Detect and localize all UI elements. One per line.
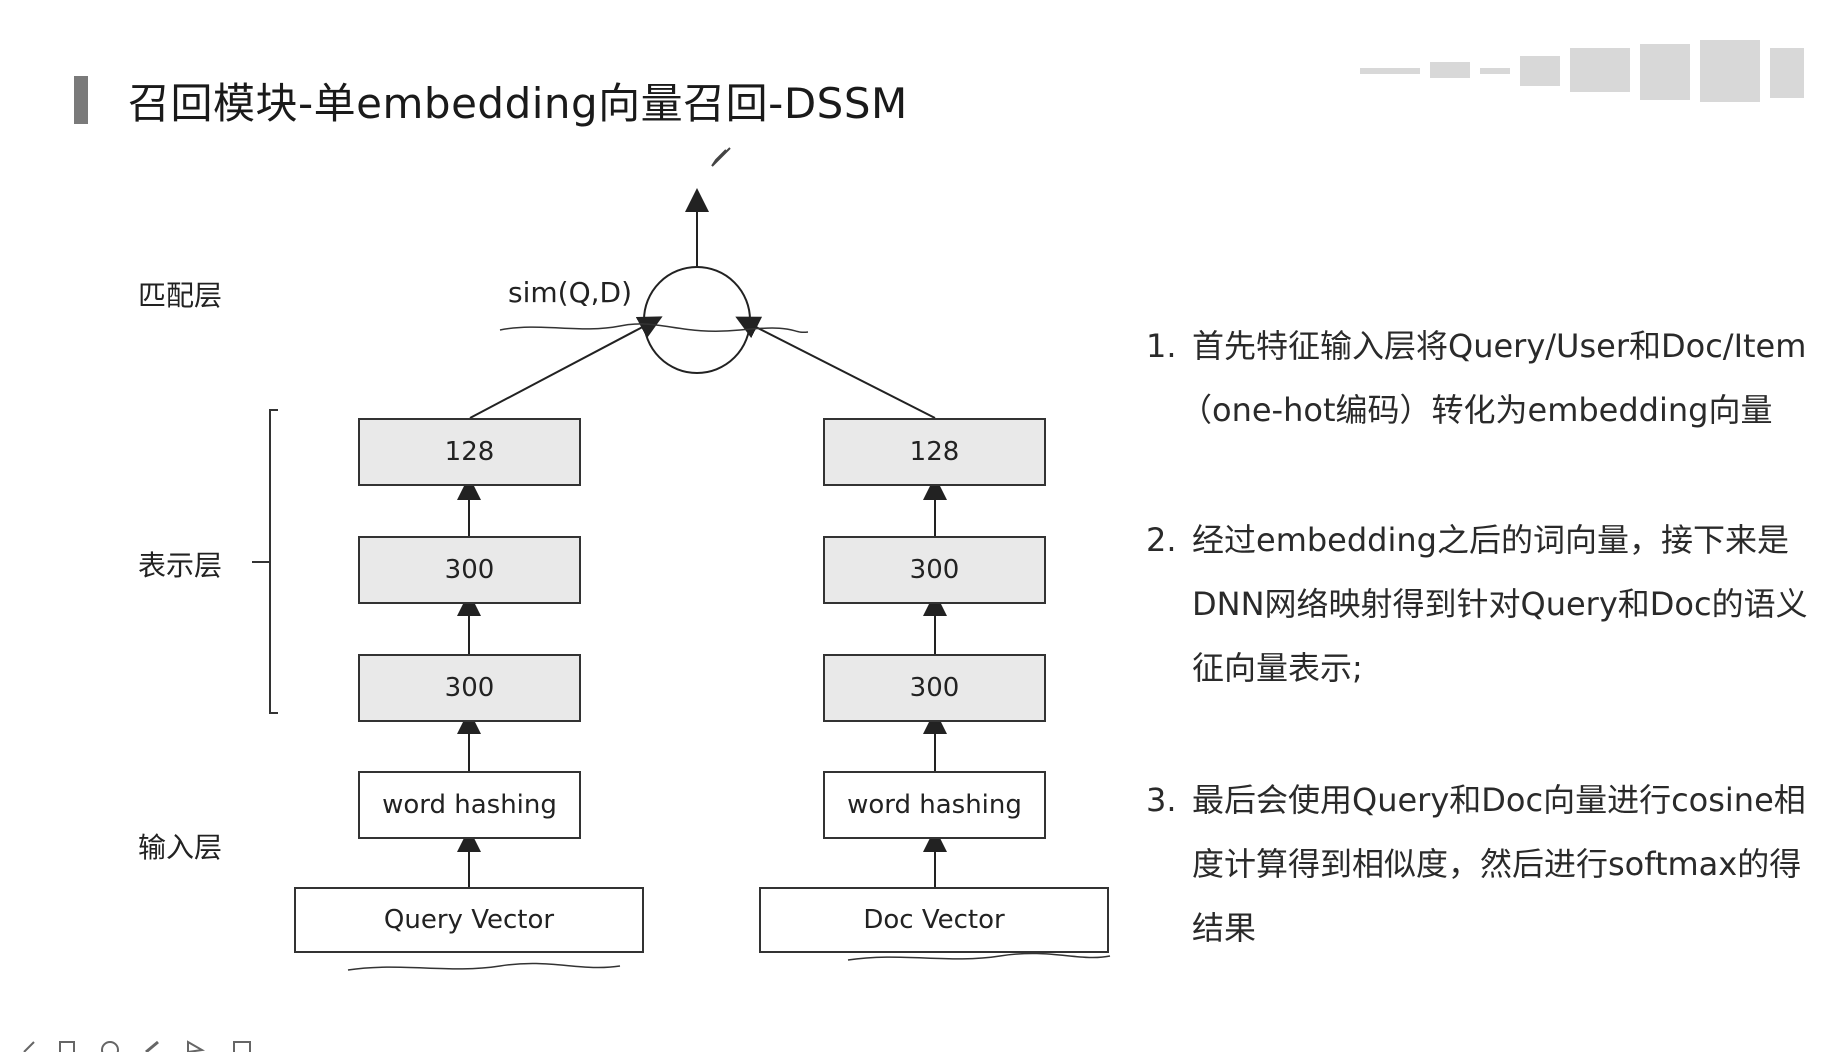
point-line: 度计算得到相似度，然后进行softmax的得	[1192, 845, 1802, 883]
point-number: 2.	[1146, 521, 1177, 559]
point-line: 经过embedding之后的词向量，接下来是	[1192, 521, 1789, 559]
annotation-scribble	[499, 323, 809, 334]
point-line: 结果	[1192, 909, 1257, 947]
annotation-scribble	[847, 952, 1111, 961]
query-dense-300-upper: 300	[358, 536, 581, 604]
representation-layer-label: 表示层	[138, 549, 223, 582]
note-icon[interactable]	[59, 1041, 75, 1052]
share-icon[interactable]	[233, 1041, 251, 1052]
input-layer-label: 输入层	[138, 831, 223, 864]
marker-icon[interactable]	[145, 1040, 159, 1052]
doc-vector-input: Doc Vector	[759, 887, 1109, 953]
doc-dense-300-upper: 300	[823, 536, 1046, 604]
palette-icon[interactable]	[101, 1041, 119, 1052]
similarity-node	[643, 266, 751, 374]
point-line: 首先特征输入层将Query/User和Doc/Item	[1192, 327, 1807, 365]
pen-icon[interactable]	[23, 1041, 35, 1052]
point-number: 1.	[1146, 327, 1177, 365]
slide-title: 召回模块-单embedding向量召回-DSSM	[128, 79, 908, 128]
pen-cursor-icon	[711, 147, 731, 167]
query-vector-input: Query Vector	[294, 887, 644, 953]
doc-dense-128: 128	[823, 418, 1046, 486]
point-line: 征向量表示;	[1192, 649, 1363, 687]
query-dense-300-lower: 300	[358, 654, 581, 722]
doc-dense-300-lower: 300	[823, 654, 1046, 722]
similarity-label: sim(Q,D)	[508, 276, 632, 309]
title-accent-bar	[74, 76, 88, 124]
match-layer-label: 匹配层	[138, 279, 223, 312]
presenter-toolbar	[18, 1036, 258, 1052]
point-line: DNN网络映射得到针对Query和Doc的语义	[1192, 585, 1808, 623]
point-line: （one-hot编码）转化为embedding向量	[1180, 391, 1773, 429]
annotation-scribble	[347, 962, 621, 971]
representation-bracket	[269, 409, 278, 714]
point-line: 最后会使用Query和Doc向量进行cosine相	[1192, 781, 1806, 819]
pointer-icon[interactable]	[187, 1040, 206, 1052]
query-word-hashing: word hashing	[358, 771, 581, 839]
point-number: 3.	[1146, 781, 1177, 819]
explanation-list: 1. 首先特征输入层将Query/User和Doc/Item （one-hot编…	[1146, 0, 1842, 1052]
doc-word-hashing: word hashing	[823, 771, 1046, 839]
query-dense-128: 128	[358, 418, 581, 486]
watermark-logo	[1360, 40, 1804, 102]
